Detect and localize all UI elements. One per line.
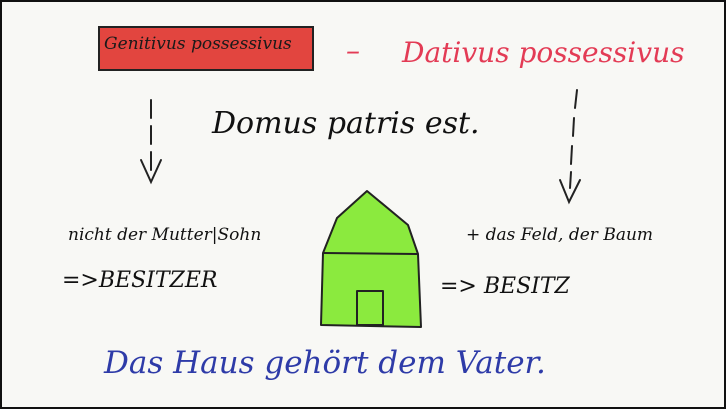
genitive-label: Genitivus possessivus — [104, 34, 292, 54]
left-note-line1: nicht der Mutter|Sohn — [68, 225, 262, 245]
dative-label: Dativus possessivus — [402, 36, 685, 69]
german-sentence: Das Haus gehört dem Vater. — [104, 345, 546, 381]
house-icon — [320, 190, 422, 328]
left-dashed-arrow-icon — [140, 99, 162, 185]
genitive-highlight-box — [98, 26, 314, 71]
right-note-line2: => BESITZ — [440, 274, 570, 299]
right-dashed-arrow-icon — [559, 89, 581, 205]
latin-sentence: Domus patris est. — [212, 106, 480, 141]
left-note-line2: =>BESITZER — [62, 268, 218, 293]
right-note-line1: + das Feld, der Baum — [466, 225, 654, 245]
dash-separator: – — [346, 34, 360, 67]
